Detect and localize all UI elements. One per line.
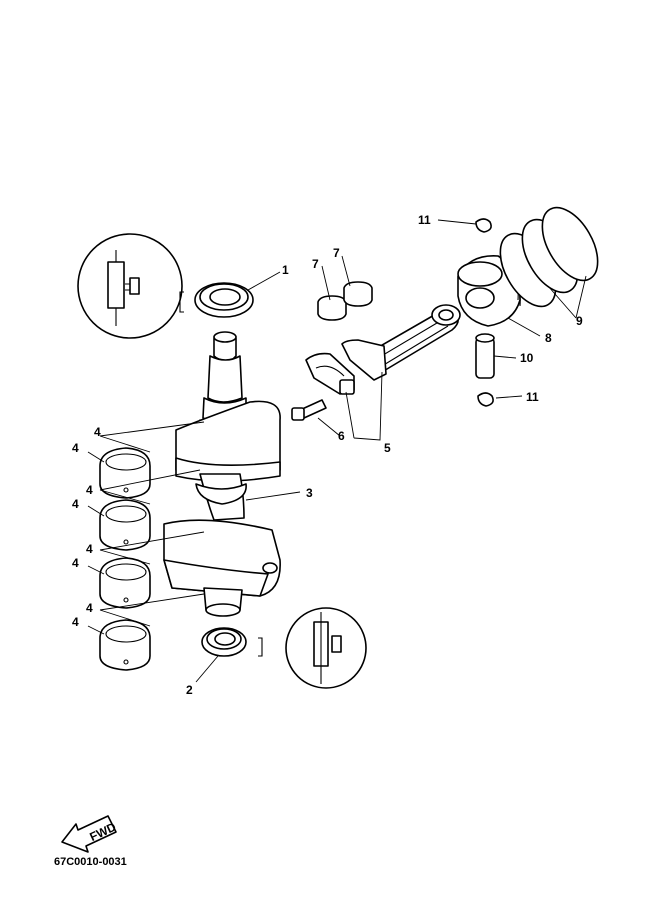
oil-seal-upper [194,282,254,318]
piston-rings [499,206,599,308]
callout-1: 1 [282,263,289,277]
connecting-rod [305,304,461,395]
callout-4b: 4 [72,441,79,455]
detail-circle-bottom [258,607,367,689]
callout-6: 6 [338,429,345,443]
callout-7b: 7 [333,246,340,260]
detail-circle-top [77,233,184,339]
oil-seal-lower [201,627,247,657]
diagram-code: 67C0010-0031 [54,856,127,868]
fwd-arrow-icon: FWD [61,815,118,853]
callout-4g: 4 [86,601,93,615]
bearing-2 [99,499,151,551]
callout-11a: 11 [418,213,431,227]
callouts: 1 2 3 4 4 4 4 4 4 4 4 5 6 7 7 8 9 10 11 … [72,213,583,697]
callout-4f: 4 [72,556,79,570]
callout-4a: 4 [94,425,101,439]
callout-8: 8 [545,331,552,345]
main-bearings [99,447,151,671]
rod-bolt [291,399,327,421]
callout-4d: 4 [72,497,79,511]
piston-pin [475,333,495,379]
bearing-3 [99,557,151,609]
callout-2: 2 [186,683,193,697]
callout-4e: 4 [86,542,93,556]
bearing-4 [99,619,151,671]
rod-bearings [317,281,373,321]
callout-5: 5 [384,441,391,455]
callout-11b: 11 [526,390,539,404]
callout-4c: 4 [86,483,93,497]
callout-10: 10 [520,351,534,365]
crankshaft [163,331,281,617]
callout-4h: 4 [72,615,79,629]
callout-7a: 7 [312,257,319,271]
callout-3: 3 [306,486,313,500]
pin-clips [475,218,494,407]
callout-9: 9 [576,314,583,328]
leader-lines [87,219,587,683]
bearing-1 [99,447,151,499]
